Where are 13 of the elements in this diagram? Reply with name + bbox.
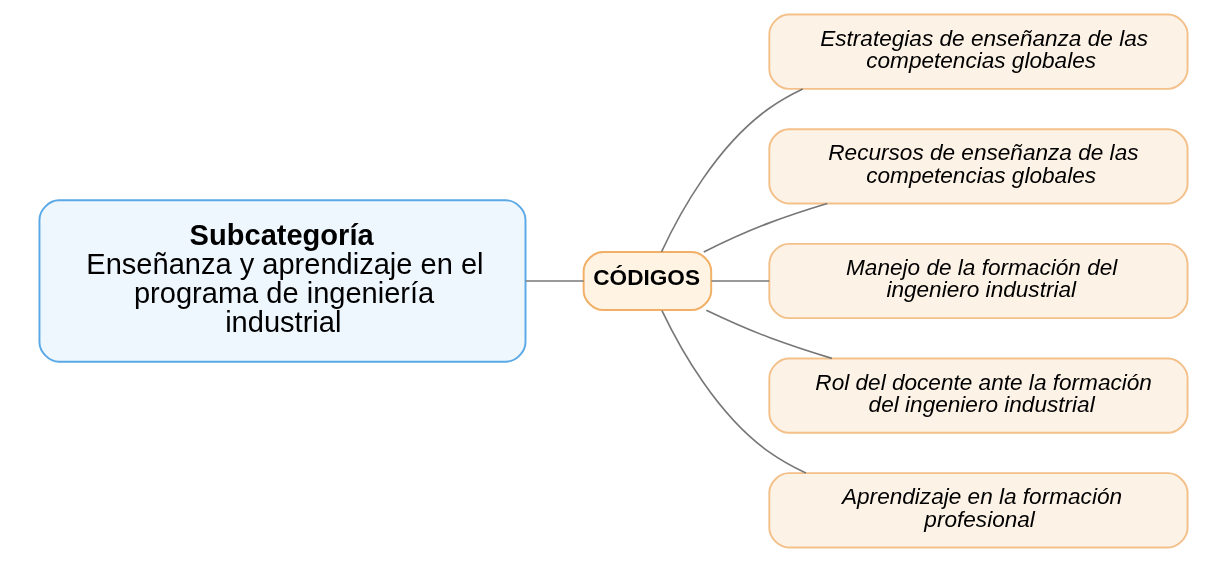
node-box: Rol del docente ante la formación del ingeniero industrial <box>768 357 1189 434</box>
node-box: CÓDIGOS <box>582 250 713 312</box>
node-box: Subcategoría Enseñanza y aprendizaje en el programa de ingeniería industrial <box>38 199 527 363</box>
connector <box>661 309 807 474</box>
connector <box>703 202 829 253</box>
connector <box>710 280 771 282</box>
connector <box>660 88 804 253</box>
node-box: Estrategias de enseñanza de las competencias globales <box>768 13 1189 90</box>
node-box: Recursos de enseñanza de las competencias globales <box>768 128 1189 205</box>
connector <box>525 280 585 282</box>
connector <box>705 309 833 360</box>
node-box: Manejo de la formación del ingeniero industrial <box>768 242 1189 320</box>
node-box: Aprendizaje en la formación profesional <box>768 472 1189 549</box>
